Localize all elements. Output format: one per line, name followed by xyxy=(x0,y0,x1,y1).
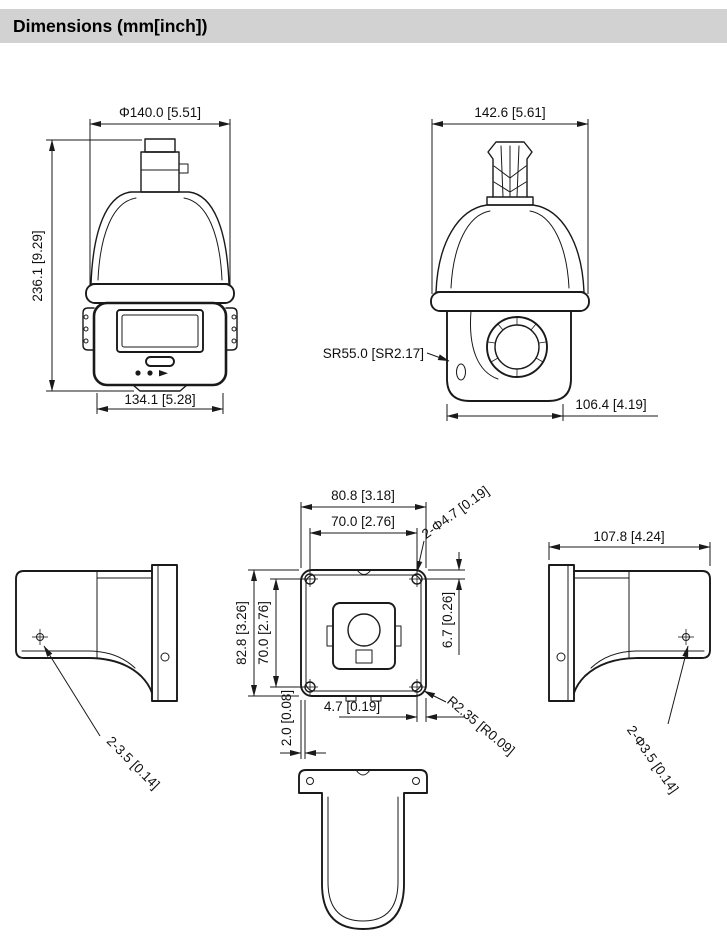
right-hinge xyxy=(225,307,238,351)
wall-plate-edge-left xyxy=(151,564,178,702)
plate-dim-hole-spacing-h: 70.0 [2.76] xyxy=(309,514,418,573)
plate-outline xyxy=(300,569,427,697)
front-dim-height: 236.1 [9.29] xyxy=(30,139,142,392)
mount-post xyxy=(140,151,180,193)
plate-dim-height-outer: 82.8 [3.26] xyxy=(234,569,299,697)
lens-inner xyxy=(494,324,540,370)
arm-socket xyxy=(332,602,396,670)
right-bracket-holes-label: 2-Φ3.5 [0.14] xyxy=(624,723,682,796)
plate-bottom-offset-label: 4.7 [0.19] xyxy=(324,699,380,714)
antenna-fins xyxy=(493,145,527,198)
front-dim-bottom: 134.1 [5.28] xyxy=(96,392,224,414)
lens-outer xyxy=(486,316,548,378)
side-dim-width-label: 142.6 [5.61] xyxy=(474,105,545,120)
plate-edge-offset-label: 6.7 [0.26] xyxy=(440,592,455,648)
front-dim-width-label: 134.1 [5.28] xyxy=(124,392,195,407)
arm-hole-mark-left xyxy=(32,629,48,645)
ir-slot xyxy=(145,356,175,367)
antenna-base xyxy=(486,196,534,206)
right-bracket-length-label: 107.8 [4.24] xyxy=(593,529,664,544)
front-dim-height-label: 236.1 [9.29] xyxy=(30,230,45,301)
arm-bottom-details xyxy=(306,769,420,922)
bottom-foot xyxy=(132,384,188,392)
plate-inner-outline xyxy=(305,574,422,692)
side-camera-drawing xyxy=(430,141,590,402)
dome-outline-side xyxy=(435,204,585,293)
antenna xyxy=(487,141,533,198)
side-view: 142.6 [5.61] SR55.0 [SR2.17] 106.4 [4.19… xyxy=(323,105,658,421)
arm-bottom-outline xyxy=(298,769,428,930)
screen-inner xyxy=(121,314,199,348)
mount-plate-view: 80.8 [3.18] 70.0 [2.76] 2-Φ4.7 [0.19] 82… xyxy=(234,483,518,759)
plate-hole-spacing-v-label: 70.0 [2.76] xyxy=(256,601,271,665)
arm-left-details xyxy=(21,570,170,669)
front-view: Φ140.0 [5.51] 236.1 [9.29] 134.1 [5.28] xyxy=(30,105,238,414)
top-notch xyxy=(356,569,372,575)
mid-band xyxy=(85,283,235,304)
yoke-edge xyxy=(469,310,499,380)
plate-dim-edge-offset: 6.7 [0.26] xyxy=(424,552,465,655)
section-title: Dimensions (mm[inch]) xyxy=(13,15,208,36)
mount-post-cap xyxy=(144,138,176,153)
mount-post-details xyxy=(140,163,189,174)
socket-circle xyxy=(347,613,381,647)
front-dim-top: Φ140.0 [5.51] xyxy=(89,105,231,286)
bracket-side-left: 2-3.5 [0.14] xyxy=(15,564,178,792)
side-slot xyxy=(456,363,466,381)
right-bracket-holes-callout: 2-Φ3.5 [0.14] xyxy=(624,645,689,796)
mounting-hole-bottom-right xyxy=(409,679,425,695)
lens-hatch xyxy=(487,317,547,377)
plate-dim-bottom-offset: 4.7 [0.19] xyxy=(324,694,464,722)
section-header: Dimensions (mm[inch]) xyxy=(0,9,727,43)
arm-right-details xyxy=(556,570,705,669)
arm-profile-right xyxy=(573,570,711,694)
plate-thickness-label: 2.0 [0.08] xyxy=(279,690,294,746)
right-bracket-drawing xyxy=(548,564,711,702)
mounting-hole-top-right xyxy=(409,571,425,587)
plate-holes-top-label: 2-Φ4.7 [0.19] xyxy=(419,483,492,542)
wall-plate-edge-right xyxy=(548,564,575,702)
plate-dim-holes-top: 2-Φ4.7 [0.19] xyxy=(416,483,492,573)
dome-outline xyxy=(90,191,230,285)
side-dim-depth-label: 106.4 [4.19] xyxy=(575,397,646,412)
plate-dim-hole-spacing-v: 70.0 [2.76] xyxy=(256,578,307,688)
side-dim-top: 142.6 [5.61] xyxy=(431,105,589,294)
bracket-bottom-view xyxy=(298,769,428,930)
dome-contours xyxy=(97,197,223,281)
screen-outer xyxy=(116,309,204,353)
front-dim-diameter-label: Φ140.0 [5.51] xyxy=(119,105,201,120)
left-hinge xyxy=(82,307,95,351)
side-dim-bottom: 106.4 [4.19] xyxy=(446,397,658,421)
plate-width-outer-label: 80.8 [3.18] xyxy=(331,488,395,503)
right-bracket-dim-length: 107.8 [4.24] xyxy=(548,529,711,566)
plate-height-outer-label: 82.8 [3.26] xyxy=(234,601,249,665)
indicator-marks xyxy=(135,370,168,377)
left-bracket-drawing xyxy=(15,564,178,702)
dome-contours-side xyxy=(450,210,570,289)
plate-drawing xyxy=(300,569,427,702)
plate-corner-radius-label: R2.35 [R0.09] xyxy=(444,693,517,758)
plate-hole-spacing-h-label: 70.0 [2.76] xyxy=(331,514,395,529)
side-dim-radius: SR55.0 [SR2.17] xyxy=(323,346,450,362)
mid-band-side xyxy=(430,291,590,312)
left-bracket-holes-callout: 2-3.5 [0.14] xyxy=(43,645,163,792)
yoke-body xyxy=(446,310,572,402)
bracket-side-right: 107.8 [4.24] 2-Φ3.5 [0.14] xyxy=(548,529,711,796)
arm-hole-mark-right xyxy=(678,629,694,645)
plate-dim-corner-radius: R2.35 [R0.09] xyxy=(423,690,518,758)
side-dim-radius-label: SR55.0 [SR2.17] xyxy=(323,346,424,361)
plate-dim-width-outer: 80.8 [3.18] xyxy=(300,488,427,568)
front-camera-drawing xyxy=(82,138,238,392)
socket-details xyxy=(326,625,402,702)
left-bracket-holes-label: 2-3.5 [0.14] xyxy=(104,733,163,792)
plate-dim-thickness: 2.0 [0.08] xyxy=(279,690,326,759)
arm-profile-left xyxy=(15,570,153,694)
